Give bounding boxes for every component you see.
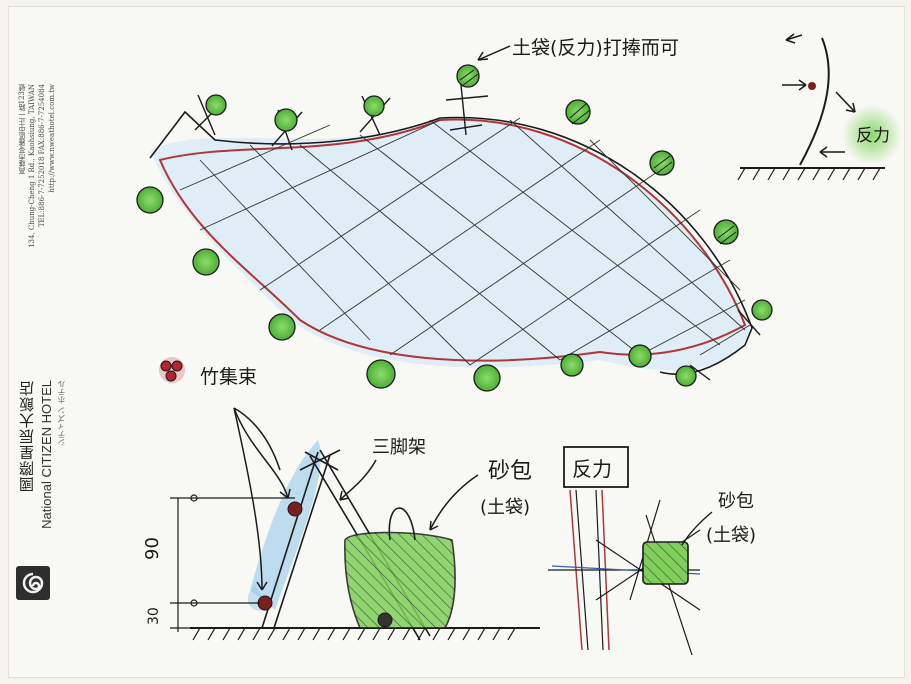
green-anchor-ball [675,365,697,387]
earth-bag-right-label: (土袋) [706,525,756,546]
tripod-section-drawing: 90 30 三脚架 砂包 (土袋) [142,407,540,641]
tripod-joint [257,595,273,611]
pole-joint [808,82,816,90]
earth-bag-label: (土袋) [480,497,530,518]
tripod-joint [287,501,303,517]
hotel-logo [16,566,50,600]
anchor-note-label: 土袋(反力)打捧而可 [512,37,679,59]
net-mesh-lines [179,117,751,366]
callout-line [233,407,263,591]
counterforce-detail-drawing: 反力 砂包 (土袋) [548,446,756,656]
sandbag-label: 砂包 [488,459,532,484]
net-plan-drawing: 土袋(反力)打捧而可 [136,37,773,392]
green-anchor-ball [268,313,296,341]
dimension-90-label: 90 [142,537,163,560]
sandbag-callout [429,474,479,531]
sandbag-right-label: 砂包 [718,491,754,512]
pole-section-drawing: 反力 [737,33,902,181]
ball-hatching [459,69,737,245]
bamboo-bundle-legend: 竹集束 [159,357,257,388]
dimension-lines [170,494,295,632]
spiral-logo-icon [22,572,44,594]
tripod-label: 三脚架 [372,437,426,458]
green-anchor-ball [136,186,164,214]
net-blue-wash [150,117,750,371]
green-anchor-ball [751,299,773,321]
green-anchor-ball [565,99,591,125]
green-anchor-ball [274,108,298,132]
green-anchor-ball [192,248,220,276]
green-anchor-ball [363,95,385,117]
green-anchor-ball [473,364,501,392]
counterforce-label: 反力 [856,126,890,146]
green-anchor-ball [628,344,652,368]
net-outline-red [158,118,747,362]
callout-line [233,407,289,499]
net-outline-dark [149,110,753,375]
counterforce-glow [842,105,902,165]
dimension-30-label: 30 [146,607,162,625]
anchor-note-arrow [477,45,511,61]
sandbag-anchor [377,612,393,628]
bamboo-bundle-label: 竹集束 [200,366,257,388]
green-anchor-ball [560,353,584,377]
counterforce-box [563,446,629,488]
counterforce-box-label: 反力 [572,457,612,481]
green-anchor-ball [366,359,396,389]
green-anchor-ball [205,94,227,116]
sandbag-handle [388,507,416,541]
pole-curve [799,37,830,166]
tripod-callout [339,459,377,501]
sandbag-right-callout [681,511,713,546]
blue-wash-tripod [250,440,321,610]
bamboo-bundle-icon [160,360,172,372]
